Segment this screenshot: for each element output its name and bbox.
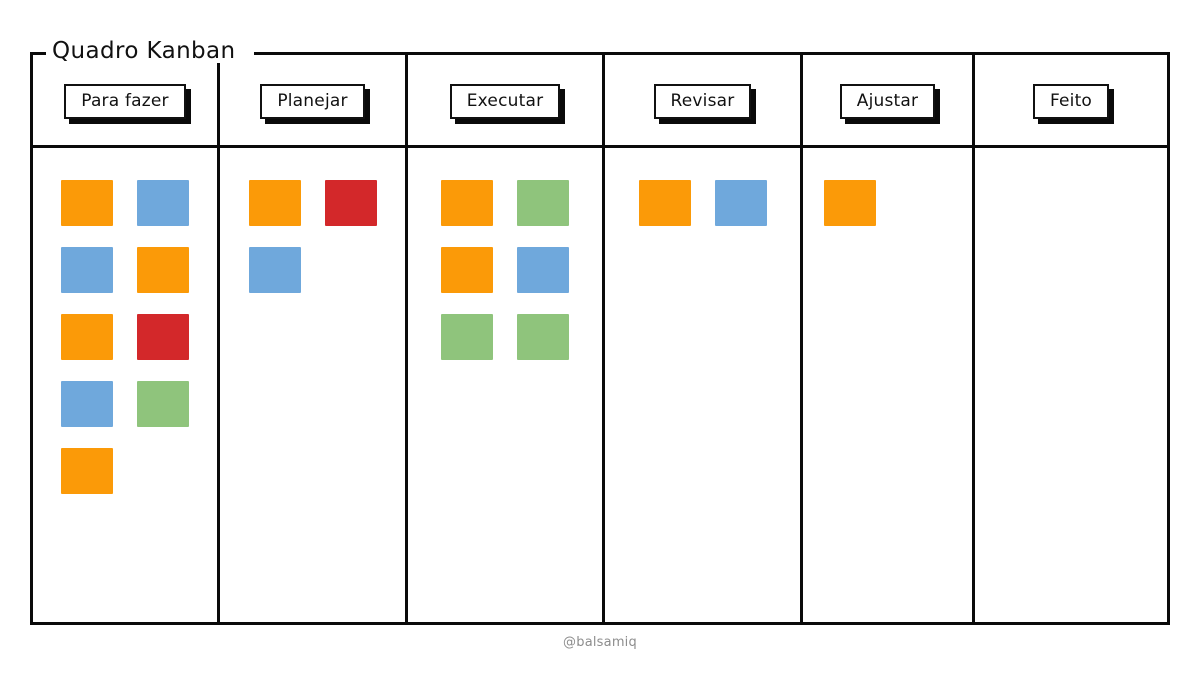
card-row xyxy=(61,448,189,494)
column-header-revisar: Revisar xyxy=(605,55,800,148)
card-row xyxy=(441,180,569,226)
column-title-para-fazer: Para fazer xyxy=(81,91,169,111)
card-orange[interactable] xyxy=(823,180,876,226)
page-title: Quadro Kanban xyxy=(52,38,236,64)
card-green[interactable] xyxy=(137,381,189,427)
card-row xyxy=(638,180,767,226)
card-blue[interactable] xyxy=(517,247,569,293)
kanban-column-revisar[interactable]: Revisar xyxy=(605,55,803,622)
column-label-box: Feito xyxy=(1032,84,1110,119)
kanban-column-planejar[interactable]: Planejar xyxy=(220,55,408,622)
column-cards-para-fazer[interactable] xyxy=(33,148,217,622)
card-orange[interactable] xyxy=(61,180,113,226)
card-orange[interactable] xyxy=(137,247,189,293)
card-orange[interactable] xyxy=(248,180,301,226)
card-slot-empty xyxy=(900,180,952,226)
column-cards-feito[interactable] xyxy=(975,148,1167,622)
column-cards-planejar[interactable] xyxy=(220,148,405,622)
card-green[interactable] xyxy=(441,314,493,360)
column-cards-executar[interactable] xyxy=(408,148,602,622)
kanban-column-para-fazer[interactable]: Para fazer xyxy=(33,55,220,622)
card-green[interactable] xyxy=(517,180,569,226)
card-orange[interactable] xyxy=(61,314,113,360)
column-header-feito: Feito xyxy=(975,55,1167,148)
card-blue[interactable] xyxy=(137,180,189,226)
card-row xyxy=(61,381,189,427)
card-orange[interactable] xyxy=(638,180,691,226)
column-label-box: Ajustar xyxy=(839,84,936,119)
card-red[interactable] xyxy=(137,314,189,360)
card-row xyxy=(61,180,189,226)
card-orange[interactable] xyxy=(61,448,113,494)
column-title-executar: Executar xyxy=(466,91,544,111)
card-row xyxy=(61,314,189,360)
card-row xyxy=(441,314,569,360)
kanban-board: Quadro Kanban Para fazer xyxy=(30,39,1170,625)
column-label-box: Revisar xyxy=(653,84,752,119)
column-title-ajustar: Ajustar xyxy=(856,91,919,111)
column-cards-ajustar[interactable] xyxy=(803,148,972,622)
header-divider xyxy=(33,145,1167,148)
card-row xyxy=(248,180,377,226)
kanban-column-feito[interactable]: Feito xyxy=(975,55,1167,622)
card-orange[interactable] xyxy=(441,247,493,293)
column-header-para-fazer: Para fazer xyxy=(33,55,217,148)
column-label-box: Planejar xyxy=(260,84,365,119)
column-cards-revisar[interactable] xyxy=(605,148,800,622)
card-blue[interactable] xyxy=(248,247,301,293)
column-label-box: Executar xyxy=(449,84,561,119)
column-header-ajustar: Ajustar xyxy=(803,55,972,148)
card-row xyxy=(441,247,569,293)
card-blue[interactable] xyxy=(714,180,767,226)
kanban-column-ajustar[interactable]: Ajustar xyxy=(803,55,975,622)
card-orange[interactable] xyxy=(441,180,493,226)
card-row xyxy=(823,180,952,226)
card-green[interactable] xyxy=(517,314,569,360)
footer: @balsamiq xyxy=(0,631,1200,650)
card-slot-empty xyxy=(325,247,377,293)
card-blue[interactable] xyxy=(61,381,113,427)
card-red[interactable] xyxy=(324,180,377,226)
kanban-column-executar[interactable]: Executar xyxy=(408,55,605,622)
column-title-revisar: Revisar xyxy=(670,91,735,111)
board-title-container: Quadro Kanban xyxy=(46,39,254,63)
footer-credit: @balsamiq xyxy=(563,635,637,650)
column-header-planejar: Planejar xyxy=(220,55,405,148)
card-slot-empty xyxy=(137,448,189,494)
column-title-feito: Feito xyxy=(1049,91,1093,111)
column-label-box: Para fazer xyxy=(64,84,186,119)
board-columns: Para fazer xyxy=(33,55,1167,622)
column-title-planejar: Planejar xyxy=(277,91,348,111)
card-row xyxy=(248,247,377,293)
card-blue[interactable] xyxy=(61,247,113,293)
column-header-executar: Executar xyxy=(408,55,602,148)
card-row xyxy=(61,247,189,293)
